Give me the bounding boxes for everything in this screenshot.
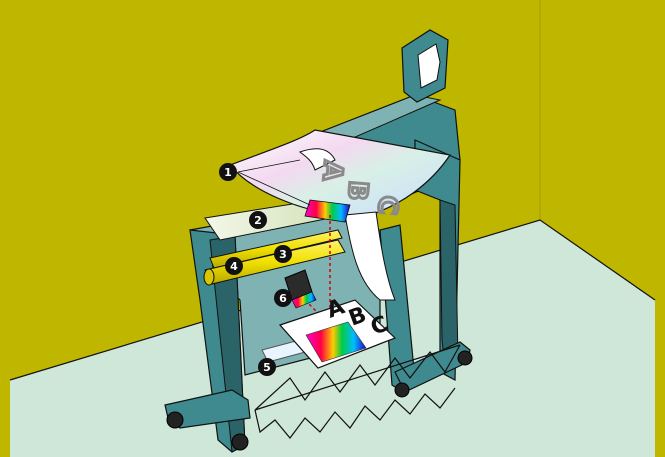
sheet-letter-c: C <box>371 194 403 216</box>
callout-6-label: 6 <box>279 292 287 305</box>
right-rear-leg <box>440 200 458 366</box>
feed-roller-end <box>204 269 214 285</box>
callout-4-label: 4 <box>230 260 238 273</box>
callout-1-label: 1 <box>224 166 232 179</box>
callout-5: 5 <box>258 358 276 376</box>
sheet-letter-b: B <box>341 179 373 201</box>
callout-4: 4 <box>225 257 243 275</box>
callout-3-label: 3 <box>279 248 287 261</box>
callout-6: 6 <box>274 289 292 307</box>
callout-2-label: 2 <box>254 214 262 227</box>
callout-3: 3 <box>274 245 292 263</box>
caster-wheel-right-rear <box>458 351 472 365</box>
callout-5-label: 5 <box>263 361 271 374</box>
callout-2: 2 <box>249 211 267 229</box>
caster-wheel-left-rear <box>167 412 183 428</box>
caster-wheel-left-front <box>232 434 248 450</box>
caster-wheel-right-front <box>395 383 409 397</box>
